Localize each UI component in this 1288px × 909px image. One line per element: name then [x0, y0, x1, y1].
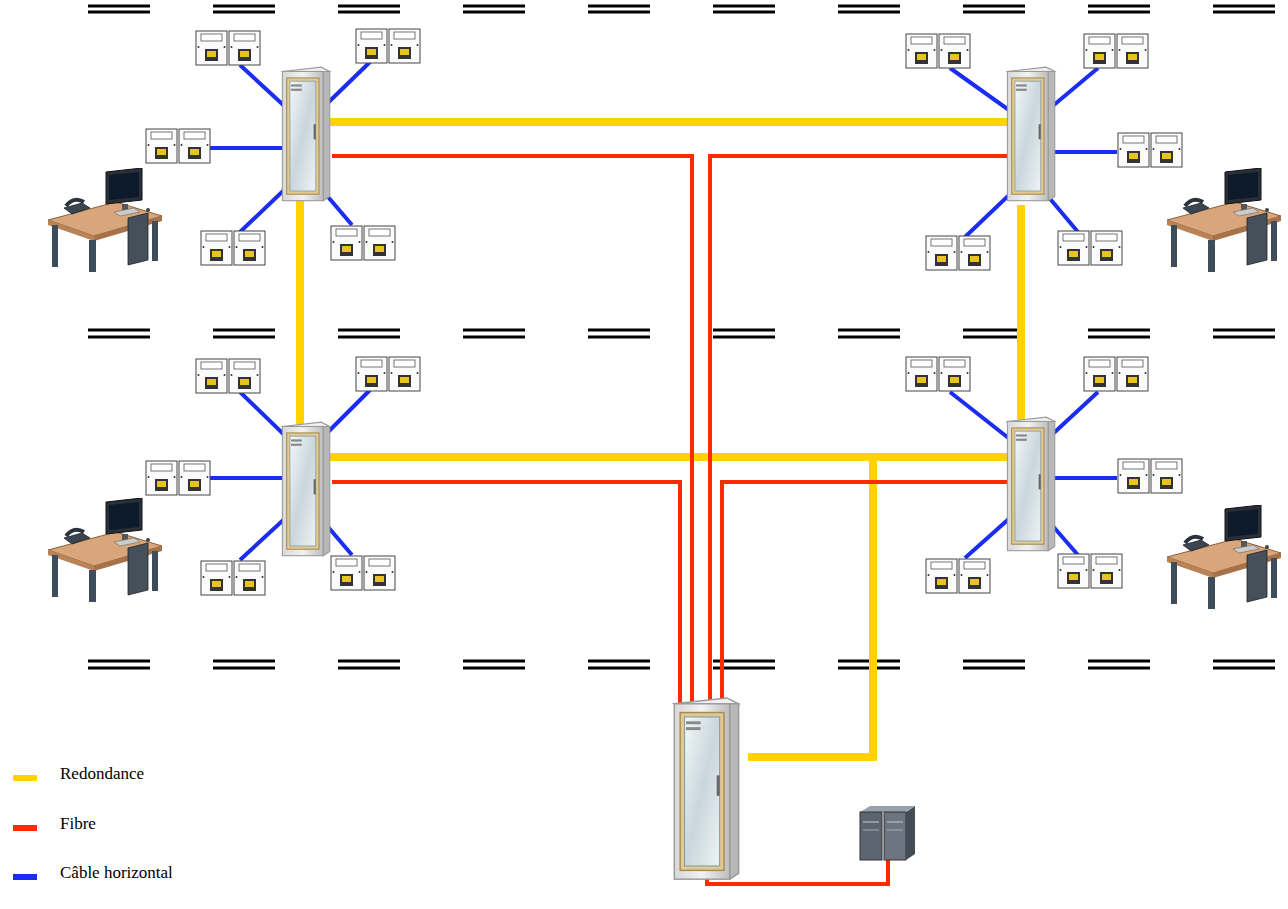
legend-text: Redondance [60, 764, 144, 784]
server [860, 806, 915, 860]
legend-swatch [13, 775, 37, 781]
redundancy-link [300, 122, 1021, 757]
horizontal-cable [210, 62, 1117, 560]
legend-swatch [13, 825, 37, 831]
floor-rack [282, 67, 329, 201]
floor-separator [88, 6, 1288, 668]
legend-text: Fibre [60, 814, 96, 834]
fibre-link [332, 156, 1008, 884]
legend-text: Câble horizontal [60, 863, 173, 883]
legend-swatch [13, 874, 37, 880]
floor-rack [1007, 417, 1054, 551]
wall-outlet [146, 29, 1182, 595]
floor-rack [1007, 67, 1054, 201]
workstation [48, 168, 1281, 609]
main-rack [674, 698, 738, 879]
floor-rack [282, 422, 329, 556]
